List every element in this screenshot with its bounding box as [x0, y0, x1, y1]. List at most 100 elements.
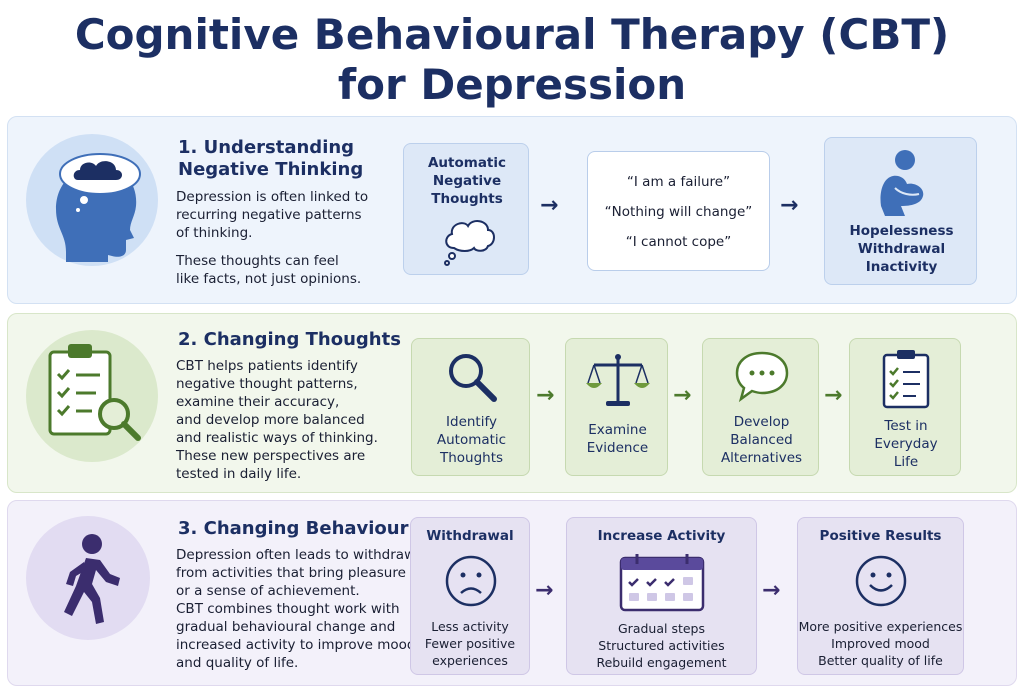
hopelessness-box: Hopelessness Withdrawal Inactivity: [824, 137, 977, 285]
box-label-line: Automatic: [436, 432, 507, 448]
automatic-negative-thoughts-label: Automatic Negative Thoughts: [404, 154, 530, 208]
box-line: experiences: [432, 653, 508, 668]
box-line: Fewer positive: [424, 636, 516, 651]
box-label-line: Negative: [432, 173, 502, 189]
box-line: Better quality of life: [818, 653, 943, 668]
section-1-heading: 1. Understanding Negative Thinking: [178, 137, 363, 181]
section-1-text-line: like facts, not just opinions.: [176, 271, 362, 287]
section-3-text-line: Depression often leads to withdrawal: [176, 547, 428, 563]
box-line: Gradual steps: [618, 621, 705, 636]
arrow-icon: →: [673, 383, 692, 408]
positive-results-heading: Positive Results: [819, 528, 942, 544]
section-3-text-line: gradual behavioural change and: [176, 619, 396, 635]
increase-activity-lines: Gradual steps Structured activities Rebu…: [567, 620, 756, 671]
box-label-line: Thoughts: [439, 450, 504, 466]
box-label-line: Evidence: [586, 440, 649, 456]
arrow-icon: →: [780, 193, 799, 218]
box-line: Improved mood: [831, 636, 930, 651]
section-1-heading-line-1: 1. Understanding: [178, 137, 355, 158]
arrow-icon: →: [824, 383, 843, 408]
box-label-line: Balanced: [730, 432, 793, 448]
box-label-line: Withdrawal: [857, 241, 946, 257]
checklist-icon: [882, 350, 930, 409]
box-label-line: Test in: [884, 418, 928, 434]
arrow-icon: →: [762, 578, 781, 603]
thought-cloud-icon: [444, 220, 495, 266]
withdrawal-heading: Withdrawal: [426, 528, 514, 544]
section-2-text-line: These new perspectives are: [176, 448, 366, 464]
automatic-negative-thoughts-box: Automatic Negative Thoughts: [403, 143, 529, 275]
box-label-line: Develop: [733, 414, 790, 430]
magnifier-icon: [449, 354, 497, 402]
positive-results-lines: More positive experiences Improved mood …: [798, 618, 963, 669]
withdrawal-lines: Less activity Fewer positive experiences: [411, 618, 529, 669]
sad-face-icon: [445, 555, 497, 607]
section-2-text-line: and realistic ways of thinking.: [176, 430, 378, 446]
section-1-text-line: recurring negative patterns: [176, 207, 362, 223]
arrow-icon: →: [540, 193, 559, 218]
section-3-heading: 3. Changing Behaviour: [178, 518, 409, 539]
section-2-text-line: negative thought patterns,: [176, 376, 358, 392]
test-everyday-life-label: Test in Everyday Life: [850, 417, 962, 471]
section-1-text-line: Depression is often linked to: [176, 189, 369, 205]
section-1-text-line: These thoughts can feel: [176, 253, 339, 269]
section-1-text-line: of thinking.: [176, 225, 253, 241]
section-2-heading: 2. Changing Thoughts: [178, 329, 401, 350]
box-label-line: Inactivity: [865, 259, 938, 275]
page-title: Cognitive Behavioural Therapy (CBT) for …: [0, 10, 1024, 110]
section-2-text: CBT helps patients identify negative tho…: [176, 357, 396, 483]
title-line-2: for Depression: [337, 60, 687, 109]
section-2-text-line: tested in daily life.: [176, 466, 302, 482]
box-label-line: Thoughts: [431, 191, 503, 207]
scales-icon: [586, 354, 650, 406]
examine-evidence-box: Examine Evidence: [565, 338, 668, 476]
positive-results-box: Positive Results More positive experienc…: [797, 517, 964, 675]
quote-line: “I cannot cope”: [625, 234, 732, 250]
arrow-icon: →: [535, 578, 554, 603]
hopelessness-label: Hopelessness Withdrawal Inactivity: [825, 222, 978, 276]
box-line: More positive experiences: [798, 619, 963, 634]
section-1-text: Depression is often linked to recurring …: [176, 188, 396, 242]
arrow-icon: →: [536, 383, 555, 408]
happy-face-icon: [855, 555, 907, 607]
section-3-text-line: and quality of life.: [176, 655, 299, 671]
develop-alternatives-box: Develop Balanced Alternatives: [702, 338, 819, 476]
box-label-line: Hopelessness: [849, 223, 954, 239]
develop-alternatives-label: Develop Balanced Alternatives: [703, 413, 820, 467]
identify-thoughts-label: Identify Automatic Thoughts: [412, 413, 531, 467]
title-line-1: Cognitive Behavioural Therapy (CBT): [74, 10, 950, 59]
quote-line: “Nothing will change”: [604, 204, 753, 220]
examine-evidence-label: Examine Evidence: [566, 421, 669, 457]
walking-person-icon: [26, 516, 150, 640]
section-1-text-2: These thoughts can feel like facts, not …: [176, 252, 396, 288]
section-3-text-line: increased activity to improve mood: [176, 637, 416, 653]
speech-bubble-icon: [735, 351, 789, 403]
box-label-line: Life: [893, 454, 919, 470]
section-3-text-line: or a sense of achievement.: [176, 583, 360, 599]
clipboard-magnifier-icon: [26, 330, 158, 462]
calendar-icon: [619, 554, 705, 612]
section-3-text-line: CBT combines thought work with: [176, 601, 400, 617]
test-everyday-life-box: Test in Everyday Life: [849, 338, 961, 476]
section-2-text-line: CBT helps patients identify: [176, 358, 358, 374]
section-2-text-line: and develop more balanced: [176, 412, 365, 428]
increase-activity-heading: Increase Activity: [597, 528, 726, 544]
box-label-line: Identify: [446, 414, 497, 430]
box-label-line: Examine: [588, 422, 647, 438]
box-label-line: Alternatives: [720, 450, 803, 466]
identify-thoughts-box: Identify Automatic Thoughts: [411, 338, 530, 476]
increase-activity-box: Increase Activity Gradual steps Structur…: [566, 517, 757, 675]
head-thought-icon: [26, 134, 158, 266]
section-3-text-line: from activities that bring pleasure: [176, 565, 406, 581]
withdrawal-box: Withdrawal Less activity Fewer positive …: [410, 517, 530, 675]
section-3-text: Depression often leads to withdrawal fro…: [176, 546, 428, 672]
negative-quotes-box: “I am a failure” “Nothing will change” “…: [587, 151, 770, 271]
section-1-heading-line-2: Negative Thinking: [178, 159, 364, 180]
box-line: Structured activities: [598, 638, 725, 653]
box-label-line: Everyday: [874, 436, 938, 452]
quote-line: “I am a failure”: [626, 174, 731, 190]
box-line: Less activity: [431, 619, 509, 634]
box-line: Rebuild engagement: [596, 655, 727, 670]
sad-person-icon: [880, 150, 924, 216]
section-2-text-line: examine their accuracy,: [176, 394, 340, 410]
